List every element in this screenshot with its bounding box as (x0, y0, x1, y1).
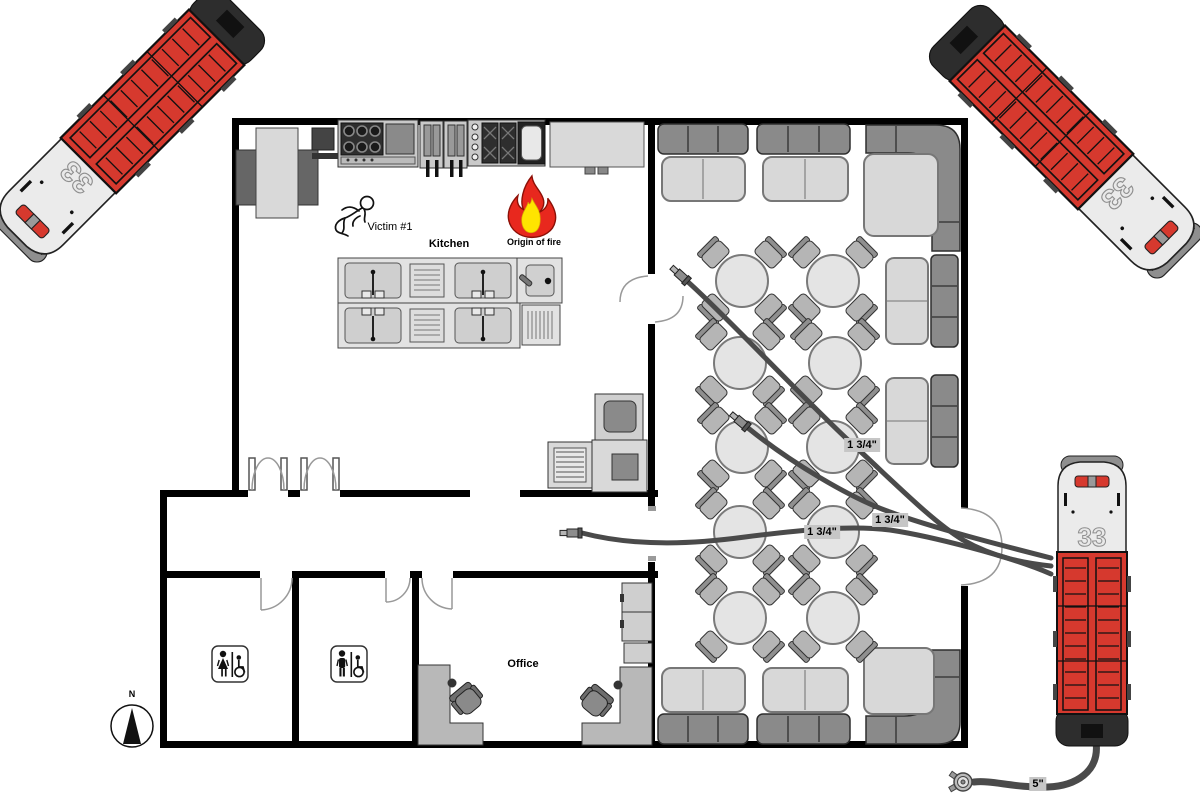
office-furniture (417, 582, 653, 746)
nozzle-icon (667, 263, 692, 287)
restroom-sign-men (330, 645, 368, 683)
wall-segment (288, 490, 300, 497)
wall-segment (160, 571, 260, 578)
wall-segment (648, 324, 655, 506)
deep-fryers (419, 120, 468, 177)
dining-table (788, 236, 879, 327)
office-door (421, 577, 453, 610)
office-cabinet (623, 642, 653, 664)
restroom2-door (385, 577, 411, 603)
wall-segment (648, 118, 655, 274)
fire-engine-top-left (0, 0, 275, 274)
booth-bench (930, 254, 959, 348)
dining-exit-double-door (960, 507, 1003, 548)
wall-segment (292, 571, 385, 578)
counter (549, 121, 645, 175)
hose-size-label: 1 3/4" (844, 438, 880, 452)
wall-segment (520, 490, 658, 497)
mixer-station (235, 127, 338, 219)
booth-table (863, 153, 939, 237)
restroom1-door (260, 577, 293, 611)
wall-segment (961, 586, 968, 748)
wall-segment (961, 118, 968, 508)
kitchen-equipment (235, 119, 648, 493)
compass-icon (110, 704, 154, 748)
wall-segment (232, 118, 239, 497)
office-label: Office (507, 658, 539, 670)
dining-table (788, 573, 879, 664)
dining-furniture (657, 123, 961, 745)
charbroiler (467, 119, 546, 167)
dining-exit-double-door (960, 546, 1003, 586)
fire-origin-icon (507, 174, 557, 239)
wall-segment (160, 490, 248, 497)
hose-size-label: 1 3/4" (804, 525, 840, 539)
booth-bench (756, 123, 851, 155)
dining-table (697, 236, 788, 327)
wall-segment (292, 578, 299, 748)
wall-segment (410, 571, 422, 578)
attack-line-2 (745, 425, 1054, 561)
range-six-burner (337, 119, 419, 168)
fire-origin-label: Origin of fire (507, 237, 561, 247)
wall-segment (412, 578, 419, 748)
victim-icon (334, 195, 375, 237)
office-desk (581, 666, 653, 746)
kitchen-label: Kitchen (428, 238, 470, 250)
restroom-sign-women (211, 645, 249, 683)
dining-table (695, 573, 786, 664)
office-desk (417, 664, 484, 746)
wall-cap (648, 506, 656, 511)
booth-table (863, 647, 935, 715)
prep-island (337, 257, 563, 349)
hydrant-icon (948, 770, 973, 793)
wall-segment (340, 490, 470, 497)
hose-size-label: 1 3/4" (872, 513, 908, 527)
kitchen-dining-swing-door (619, 275, 649, 303)
compass-north-label: N (128, 689, 136, 699)
kitchen-service-doors (248, 457, 340, 491)
fire-engine-right (1052, 455, 1132, 747)
wall-cap (648, 556, 656, 561)
booth-bench (657, 123, 749, 155)
office-chair (575, 681, 617, 722)
booth-bench (756, 713, 851, 745)
doors (248, 275, 1003, 611)
wall-segment (160, 741, 968, 748)
victim-label: Victim #1 (367, 221, 413, 233)
booth-bench (930, 374, 959, 468)
wall-segment (160, 490, 167, 748)
booth-bench (657, 713, 749, 745)
kitchen-dining-swing-door (654, 295, 684, 323)
dish-station (547, 393, 648, 493)
wall-segment (453, 571, 658, 578)
nozzle-icon (559, 527, 583, 539)
supply-size-label: 5" (1029, 777, 1047, 791)
supply-line (970, 738, 1100, 791)
